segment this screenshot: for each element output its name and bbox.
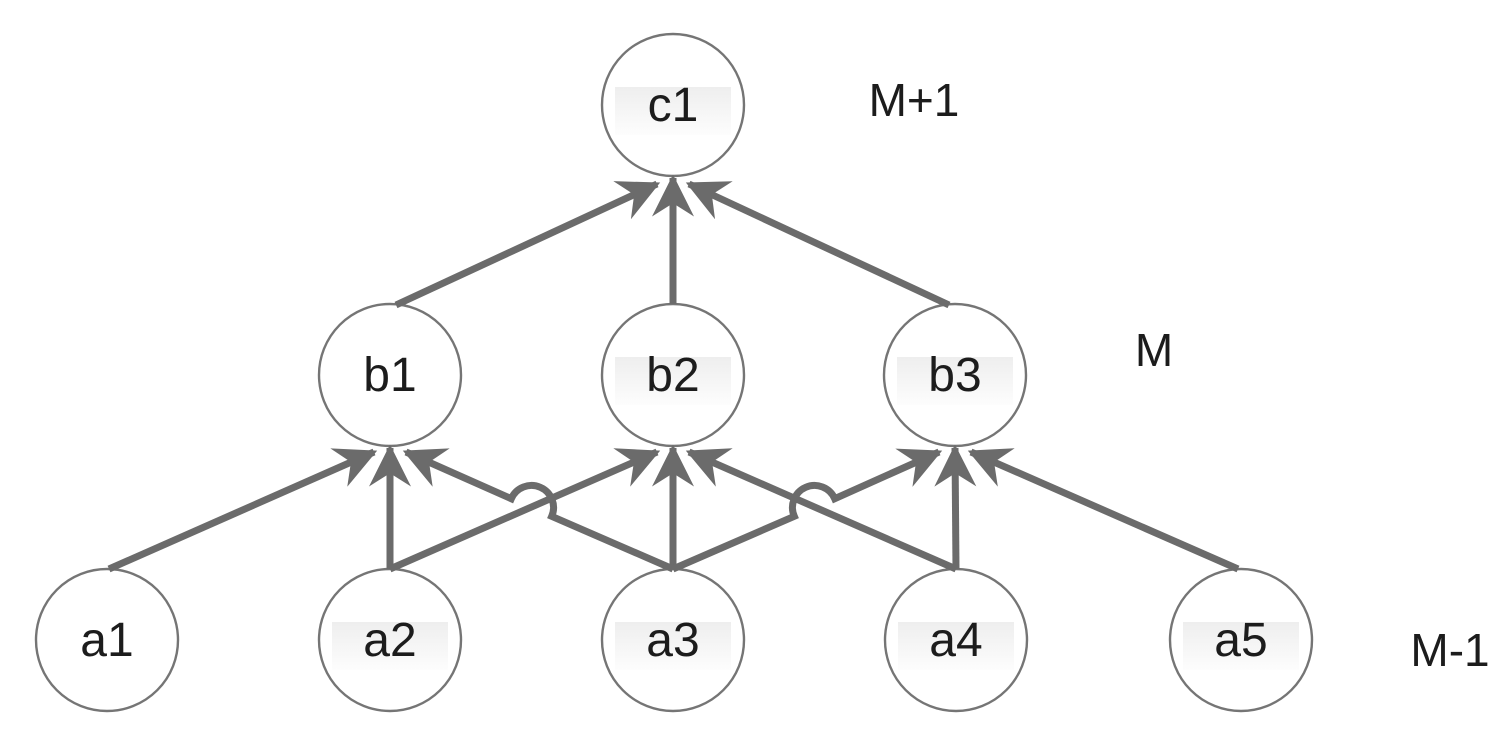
node-labels: c1 b1 b2 b3 a1 a2 a3 a4 a5 bbox=[80, 79, 1267, 667]
label-highlights bbox=[332, 87, 1299, 670]
edge-b1-c1 bbox=[394, 180, 661, 309]
node-a5-highlight bbox=[1183, 622, 1299, 670]
node-b1-label: b1 bbox=[363, 349, 416, 402]
edges bbox=[107, 174, 1240, 573]
edge-a1-b1 bbox=[107, 448, 378, 573]
node-c1-label: c1 bbox=[648, 79, 699, 132]
layer-label-m-minus-1: M-1 bbox=[1410, 624, 1489, 676]
layer-labels: M+1 M M-1 bbox=[869, 74, 1490, 676]
node-b2-label: b2 bbox=[646, 349, 699, 402]
node-a3-label: a3 bbox=[646, 614, 699, 667]
node-b3-highlight bbox=[897, 357, 1013, 405]
node-b2-highlight bbox=[615, 357, 731, 405]
edge-b3-c1 bbox=[685, 180, 951, 309]
node-a2-label: a2 bbox=[363, 614, 416, 667]
node-circles bbox=[34, 32, 1314, 713]
node-a4-highlight bbox=[898, 622, 1014, 670]
node-a2-highlight bbox=[332, 622, 448, 670]
edge-a2-b2 bbox=[388, 448, 661, 573]
edge-a3-b1-with-hop bbox=[402, 448, 675, 573]
layer-label-m: M bbox=[1135, 324, 1173, 376]
node-b3-label: b3 bbox=[928, 349, 981, 402]
edge-a3-b3-with-hop bbox=[671, 448, 943, 573]
edge-a4-b2 bbox=[685, 448, 958, 573]
node-a3-highlight bbox=[615, 622, 731, 670]
node-a1-label: a1 bbox=[80, 614, 133, 667]
node-a1-circle bbox=[34, 567, 180, 713]
node-a5-label: a5 bbox=[1214, 614, 1267, 667]
layer-label-m-plus-1: M+1 bbox=[869, 74, 960, 126]
edge-a5-b3 bbox=[967, 448, 1240, 573]
edge-a4-b3 bbox=[934, 444, 977, 570]
node-c1-highlight bbox=[615, 87, 731, 135]
node-a4-label: a4 bbox=[929, 614, 982, 667]
